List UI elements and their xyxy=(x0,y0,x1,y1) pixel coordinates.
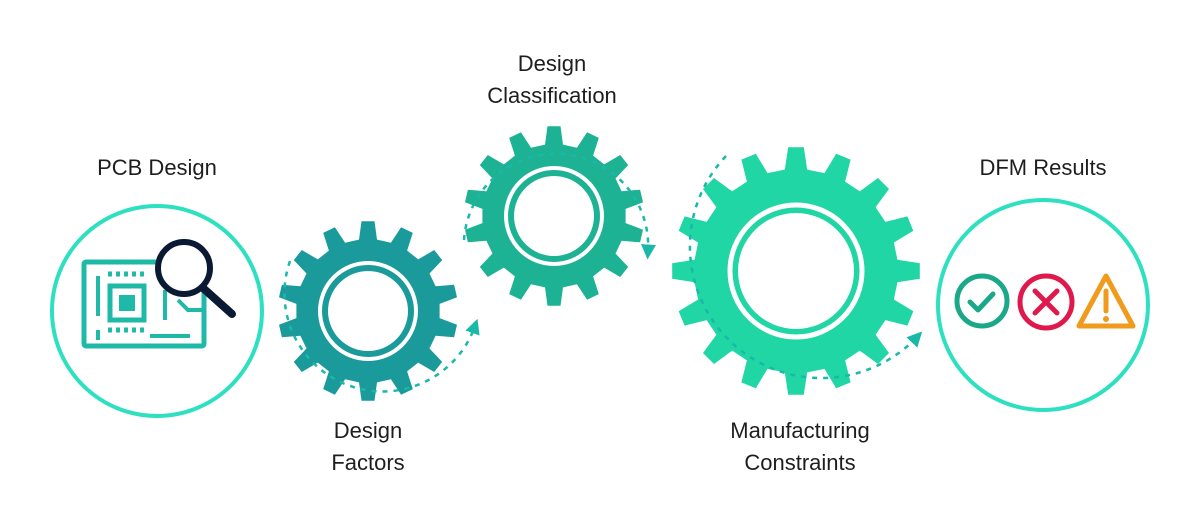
cycle-arrow-factors xyxy=(283,260,480,393)
dfm-results-label: DFM Results xyxy=(979,155,1107,180)
design-factors-label: Design Factors xyxy=(298,415,438,479)
dfm-results-node xyxy=(936,198,1150,412)
magnifier-icon xyxy=(155,239,236,318)
warning-icon xyxy=(1076,273,1136,329)
check-icon xyxy=(954,273,1010,329)
gear-design-factors xyxy=(279,221,480,401)
design-factors-label-line1: Design xyxy=(333,418,403,443)
pcb-design-ring xyxy=(50,204,264,418)
design-classification-label-line1: Design xyxy=(517,51,587,76)
dfm-results-ring xyxy=(936,198,1150,412)
design-classification-label: Design Classification xyxy=(462,48,642,112)
pcb-design-label: PCB Design xyxy=(97,155,217,180)
pcb-design-node xyxy=(50,204,264,418)
gear-manufacturing-constraints xyxy=(672,147,923,395)
design-classification-label-line2: Classification xyxy=(487,83,617,108)
cross-icon xyxy=(1017,273,1075,331)
design-factors-label-line2: Factors xyxy=(331,450,405,475)
manufacturing-constraints-label-line2: Constraints xyxy=(744,450,856,475)
gear-design-classification xyxy=(462,126,656,306)
cycle-arrow-classification xyxy=(462,152,656,260)
manufacturing-constraints-label-line1: Manufacturing xyxy=(730,418,870,443)
pcb-chip-icon xyxy=(81,259,207,349)
manufacturing-constraints-label: Manufacturing Constraints xyxy=(700,415,900,479)
